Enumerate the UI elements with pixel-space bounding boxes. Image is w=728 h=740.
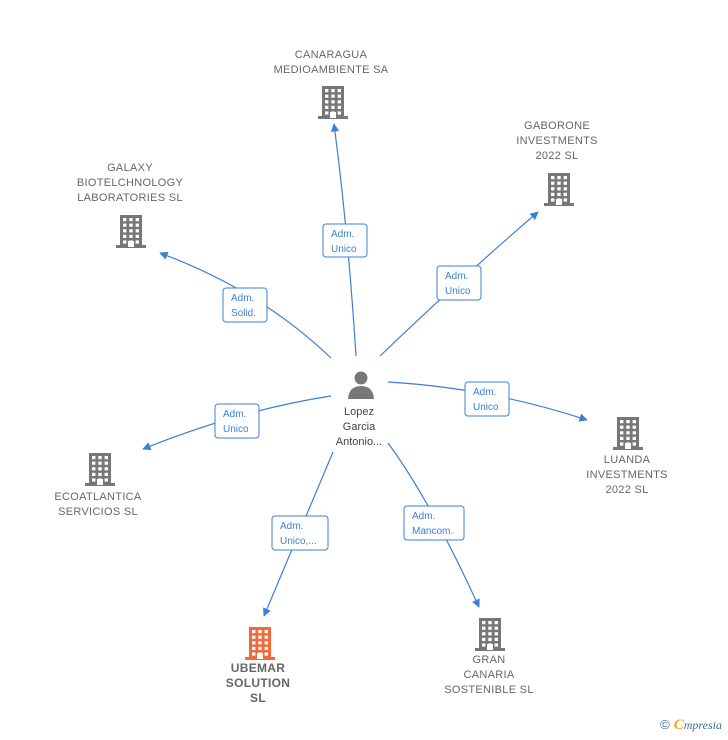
company-name-line: MEDIOAMBIENTE SA (274, 64, 389, 76)
company-name-line: GRAN (473, 654, 506, 666)
edge-label-text: Adm. (223, 409, 246, 420)
person-node[interactable]: LopezGarciaAntonio... (336, 371, 382, 449)
company-name-line: GABORONE (524, 120, 590, 132)
company-name-line: LUANDA (604, 454, 651, 466)
edge-label-text: Adm. (331, 229, 354, 240)
edge-label-box[interactable] (464, 381, 510, 417)
edge-label-gran[interactable]: Adm. Mancom. (403, 505, 465, 541)
company-name-line: CANARIA (464, 669, 515, 681)
company-node-gaborone[interactable]: GABORONE INVESTMENTS 2022 SL (516, 120, 598, 206)
person-icon (348, 371, 374, 399)
edge-label-box[interactable] (222, 287, 268, 323)
company-name-line: SL (250, 691, 266, 705)
edge-label-text: Solid. (231, 308, 256, 319)
company-node-canaragua[interactable]: CANARAGUA MEDIOAMBIENTE SA (274, 49, 389, 119)
edge-label-box[interactable] (271, 515, 329, 551)
company-node-gran[interactable]: GRAN CANARIA SOSTENIBLE SL (444, 618, 534, 696)
edge-label-text: Mancom. (412, 526, 453, 537)
edge-label-canaragua[interactable]: Adm. Unico (322, 223, 368, 258)
brand-logo-letter: C (673, 717, 684, 733)
company-name-line: SERVICIOS SL (58, 506, 138, 518)
edge-label-text: Unico (331, 244, 357, 255)
building-icon (318, 86, 348, 119)
company-name-line: UBEMAR (231, 661, 285, 675)
building-icon (85, 453, 115, 486)
building-icon (245, 627, 275, 660)
company-name-line: SOLUTION (226, 676, 290, 690)
edge-gran: Adm. Mancom. (387, 442, 480, 608)
company-name-line: CANARAGUA (295, 49, 368, 61)
edge-label-text: Unico,... (280, 536, 317, 547)
copyright-symbol: © (660, 717, 670, 732)
company-name-line: SOSTENIBLE SL (444, 684, 534, 696)
edge-galaxy: Adm. Solid. (159, 251, 332, 359)
edge-label-ecoatlantica[interactable]: Adm. Unico (214, 403, 260, 439)
person-name-line: Lopez (344, 406, 374, 418)
company-node-ecoatlantica[interactable]: ECOATLANTICA SERVICIOS SL (54, 453, 142, 518)
company-name-line: 2022 SL (605, 484, 648, 496)
company-node-galaxy[interactable]: GALAXY BIOTELCHNOLOGY LABORATORIES SL (77, 162, 184, 248)
edge-label-text: Adm. (412, 511, 435, 522)
edge-label-text: Unico (445, 286, 471, 297)
company-node-luanda[interactable]: LUANDA INVESTMENTS 2022 SL (586, 417, 668, 496)
company-name-line: LABORATORIES SL (77, 192, 183, 204)
edge-label-box[interactable] (322, 223, 368, 258)
edge-luanda: Adm. Unico (387, 381, 588, 422)
edge-gaborone: Adm. Unico (379, 211, 539, 357)
company-name-line: BIOTELCHNOLOGY (77, 177, 184, 189)
edge-label-ubemar[interactable]: Adm. Unico,... (271, 515, 329, 551)
edge-label-text: Adm. (473, 387, 496, 398)
edge-label-luanda[interactable]: Adm. Unico (464, 381, 510, 417)
footer-brand[interactable]: ©Cmpresia (660, 717, 722, 734)
company-name-line: INVESTMENTS (586, 469, 668, 481)
edge-label-galaxy[interactable]: Adm. Solid. (222, 287, 268, 323)
edge-ubemar: Adm. Unico,... (263, 451, 334, 617)
edge-label-text: Unico (473, 402, 499, 413)
person-name-line: Garcia (343, 421, 376, 433)
edge-label-box[interactable] (403, 505, 465, 541)
edge-label-text: Adm. (231, 293, 254, 304)
edge-canaragua: Adm. Unico (322, 123, 368, 357)
company-name-line: ECOATLANTICA (54, 491, 141, 503)
edge-label-box[interactable] (436, 265, 482, 301)
edge-label-text: Adm. (445, 271, 468, 282)
edge-label-gaborone[interactable]: Adm. Unico (436, 265, 482, 301)
edge-label-text: Adm. (280, 521, 303, 532)
edge-ecoatlantica: Adm. Unico (142, 395, 332, 451)
company-name-line: GALAXY (107, 162, 153, 174)
building-icon (116, 215, 146, 248)
company-name-line: INVESTMENTS (516, 135, 598, 147)
building-icon (475, 618, 505, 651)
company-name-line: 2022 SL (535, 150, 578, 162)
person-name-line: Antonio... (336, 436, 382, 448)
building-icon (544, 173, 574, 206)
building-icon (613, 417, 643, 450)
edge-label-text: Unico (223, 424, 249, 435)
edge-label-box[interactable] (214, 403, 260, 439)
brand-logo-text: mpresia (683, 718, 722, 732)
